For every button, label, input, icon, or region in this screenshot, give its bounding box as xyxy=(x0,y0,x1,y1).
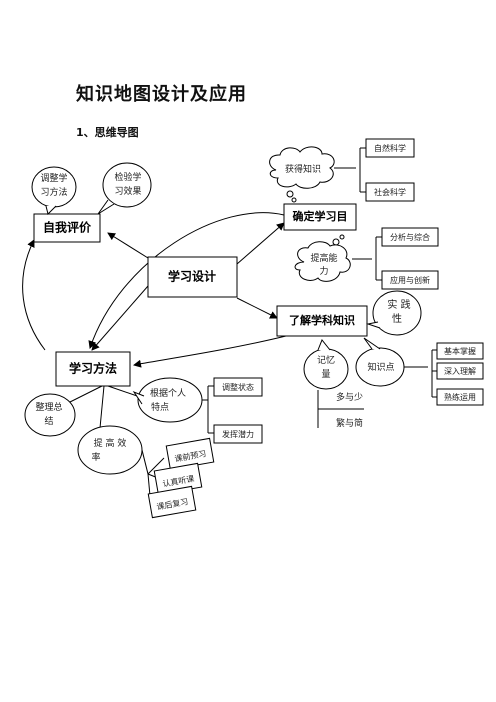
bracket-ability xyxy=(352,236,382,281)
self-eval-node: 自我评价 xyxy=(33,213,101,243)
bubble-practicality: 实 践 性 xyxy=(366,290,422,336)
arrow-to-understand xyxy=(236,297,278,319)
svg-text:提高能: 提高能 xyxy=(310,252,337,264)
svg-text:调整状态: 调整状态 xyxy=(222,382,254,392)
svg-text:量: 量 xyxy=(321,369,330,380)
leaf-potential: 发挥潜力 xyxy=(213,424,263,444)
leaf-deep-understand: 深入理解 xyxy=(436,362,484,380)
svg-text:习效果: 习效果 xyxy=(114,185,141,197)
bubble-improve-ability: 提高能 力 xyxy=(294,234,351,282)
svg-text:熟练运用: 熟练运用 xyxy=(444,392,476,402)
method-label: 学习方法 xyxy=(69,361,117,376)
page-title: 知识地图设计及应用 xyxy=(76,84,247,105)
arrow-to-self-eval xyxy=(107,232,149,259)
svg-text:率: 率 xyxy=(91,451,100,463)
svg-text:整理总: 整理总 xyxy=(35,401,62,413)
svg-text:社会科学: 社会科学 xyxy=(374,187,406,197)
arrow-method-to-eval xyxy=(22,239,46,351)
leaf-adjust-state: 调整状态 xyxy=(213,377,263,397)
svg-text:习方法: 习方法 xyxy=(40,186,67,198)
method-node: 学习方法 xyxy=(55,351,131,387)
svg-text:提 高 效: 提 高 效 xyxy=(94,437,127,449)
leaf-basic-master: 基本掌握 xyxy=(436,342,484,360)
svg-text:深入理解: 深入理解 xyxy=(444,366,476,376)
understand-label: 了解学科知识 xyxy=(289,313,355,327)
bracket-memory xyxy=(317,390,364,428)
goal-label: 确定学习目 xyxy=(293,209,348,223)
method-branch-lines xyxy=(65,385,141,429)
bubble-memory: 记忆 量 xyxy=(303,339,349,390)
svg-text:性: 性 xyxy=(392,312,402,325)
svg-text:特点: 特点 xyxy=(151,401,169,413)
bubble-check-effect: 检验学 习效果 xyxy=(97,162,152,215)
leaf-review: 课后复习 xyxy=(147,485,197,519)
bubble-efficiency: 提 高 效 率 xyxy=(77,425,143,475)
bubble-by-person: 根据个人 特点 xyxy=(132,377,203,423)
svg-text:自然科学: 自然科学 xyxy=(374,143,406,153)
center-label: 学习设计 xyxy=(168,269,216,284)
svg-text:调整学: 调整学 xyxy=(40,172,67,184)
self-eval-label: 自我评价 xyxy=(43,220,92,235)
arrow-goal-to-method xyxy=(88,212,285,349)
leaf-more-less: 多与少 xyxy=(336,391,363,403)
bracket-knowledge xyxy=(334,147,366,193)
svg-text:结: 结 xyxy=(44,415,53,427)
leaf-preview: 课前预习 xyxy=(165,437,215,471)
svg-text:获得知识: 获得知识 xyxy=(285,163,321,175)
svg-text:根据个人: 根据个人 xyxy=(150,387,186,399)
svg-text:基本掌握: 基本掌握 xyxy=(444,346,476,356)
leaf-hard-easy: 繁与简 xyxy=(336,417,363,429)
bubble-adjust-method: 调整学 习方法 xyxy=(31,166,77,215)
bubble-summarize: 整理总 结 xyxy=(24,393,76,437)
center-node: 学习设计 xyxy=(147,256,238,298)
arrow-to-goal xyxy=(236,222,285,265)
goal-node: 确定学习目 xyxy=(283,203,357,231)
leaf-skilled-use: 熟练运用 xyxy=(436,388,484,406)
arrow-to-method xyxy=(91,285,149,351)
bracket-by-person xyxy=(202,385,214,434)
bubble-gain-knowledge: 获得知识 xyxy=(269,146,335,203)
svg-text:分析与综合: 分析与综合 xyxy=(390,232,430,242)
leaf-analysis: 分析与综合 xyxy=(381,227,439,247)
svg-text:应用与创新: 应用与创新 xyxy=(390,275,430,285)
svg-text:发挥潜力: 发挥潜力 xyxy=(222,429,254,439)
bracket-knowledge-point xyxy=(404,349,437,398)
leaf-social-science: 社会科学 xyxy=(365,182,415,202)
svg-text:实 践: 实 践 xyxy=(387,298,410,311)
leaf-natural-science: 自然科学 xyxy=(365,138,415,158)
arrow-understand-to-method xyxy=(133,334,291,368)
svg-text:记忆: 记忆 xyxy=(317,354,335,366)
svg-text:知识点: 知识点 xyxy=(367,361,394,373)
svg-text:力: 力 xyxy=(319,265,328,277)
bubble-knowledge-point: 知识点 xyxy=(355,337,405,387)
leaf-application: 应用与创新 xyxy=(381,270,439,290)
section-heading: 1、思维导图 xyxy=(76,126,139,139)
svg-text:检验学: 检验学 xyxy=(114,171,141,183)
understand-node: 了解学科知识 xyxy=(276,305,368,337)
